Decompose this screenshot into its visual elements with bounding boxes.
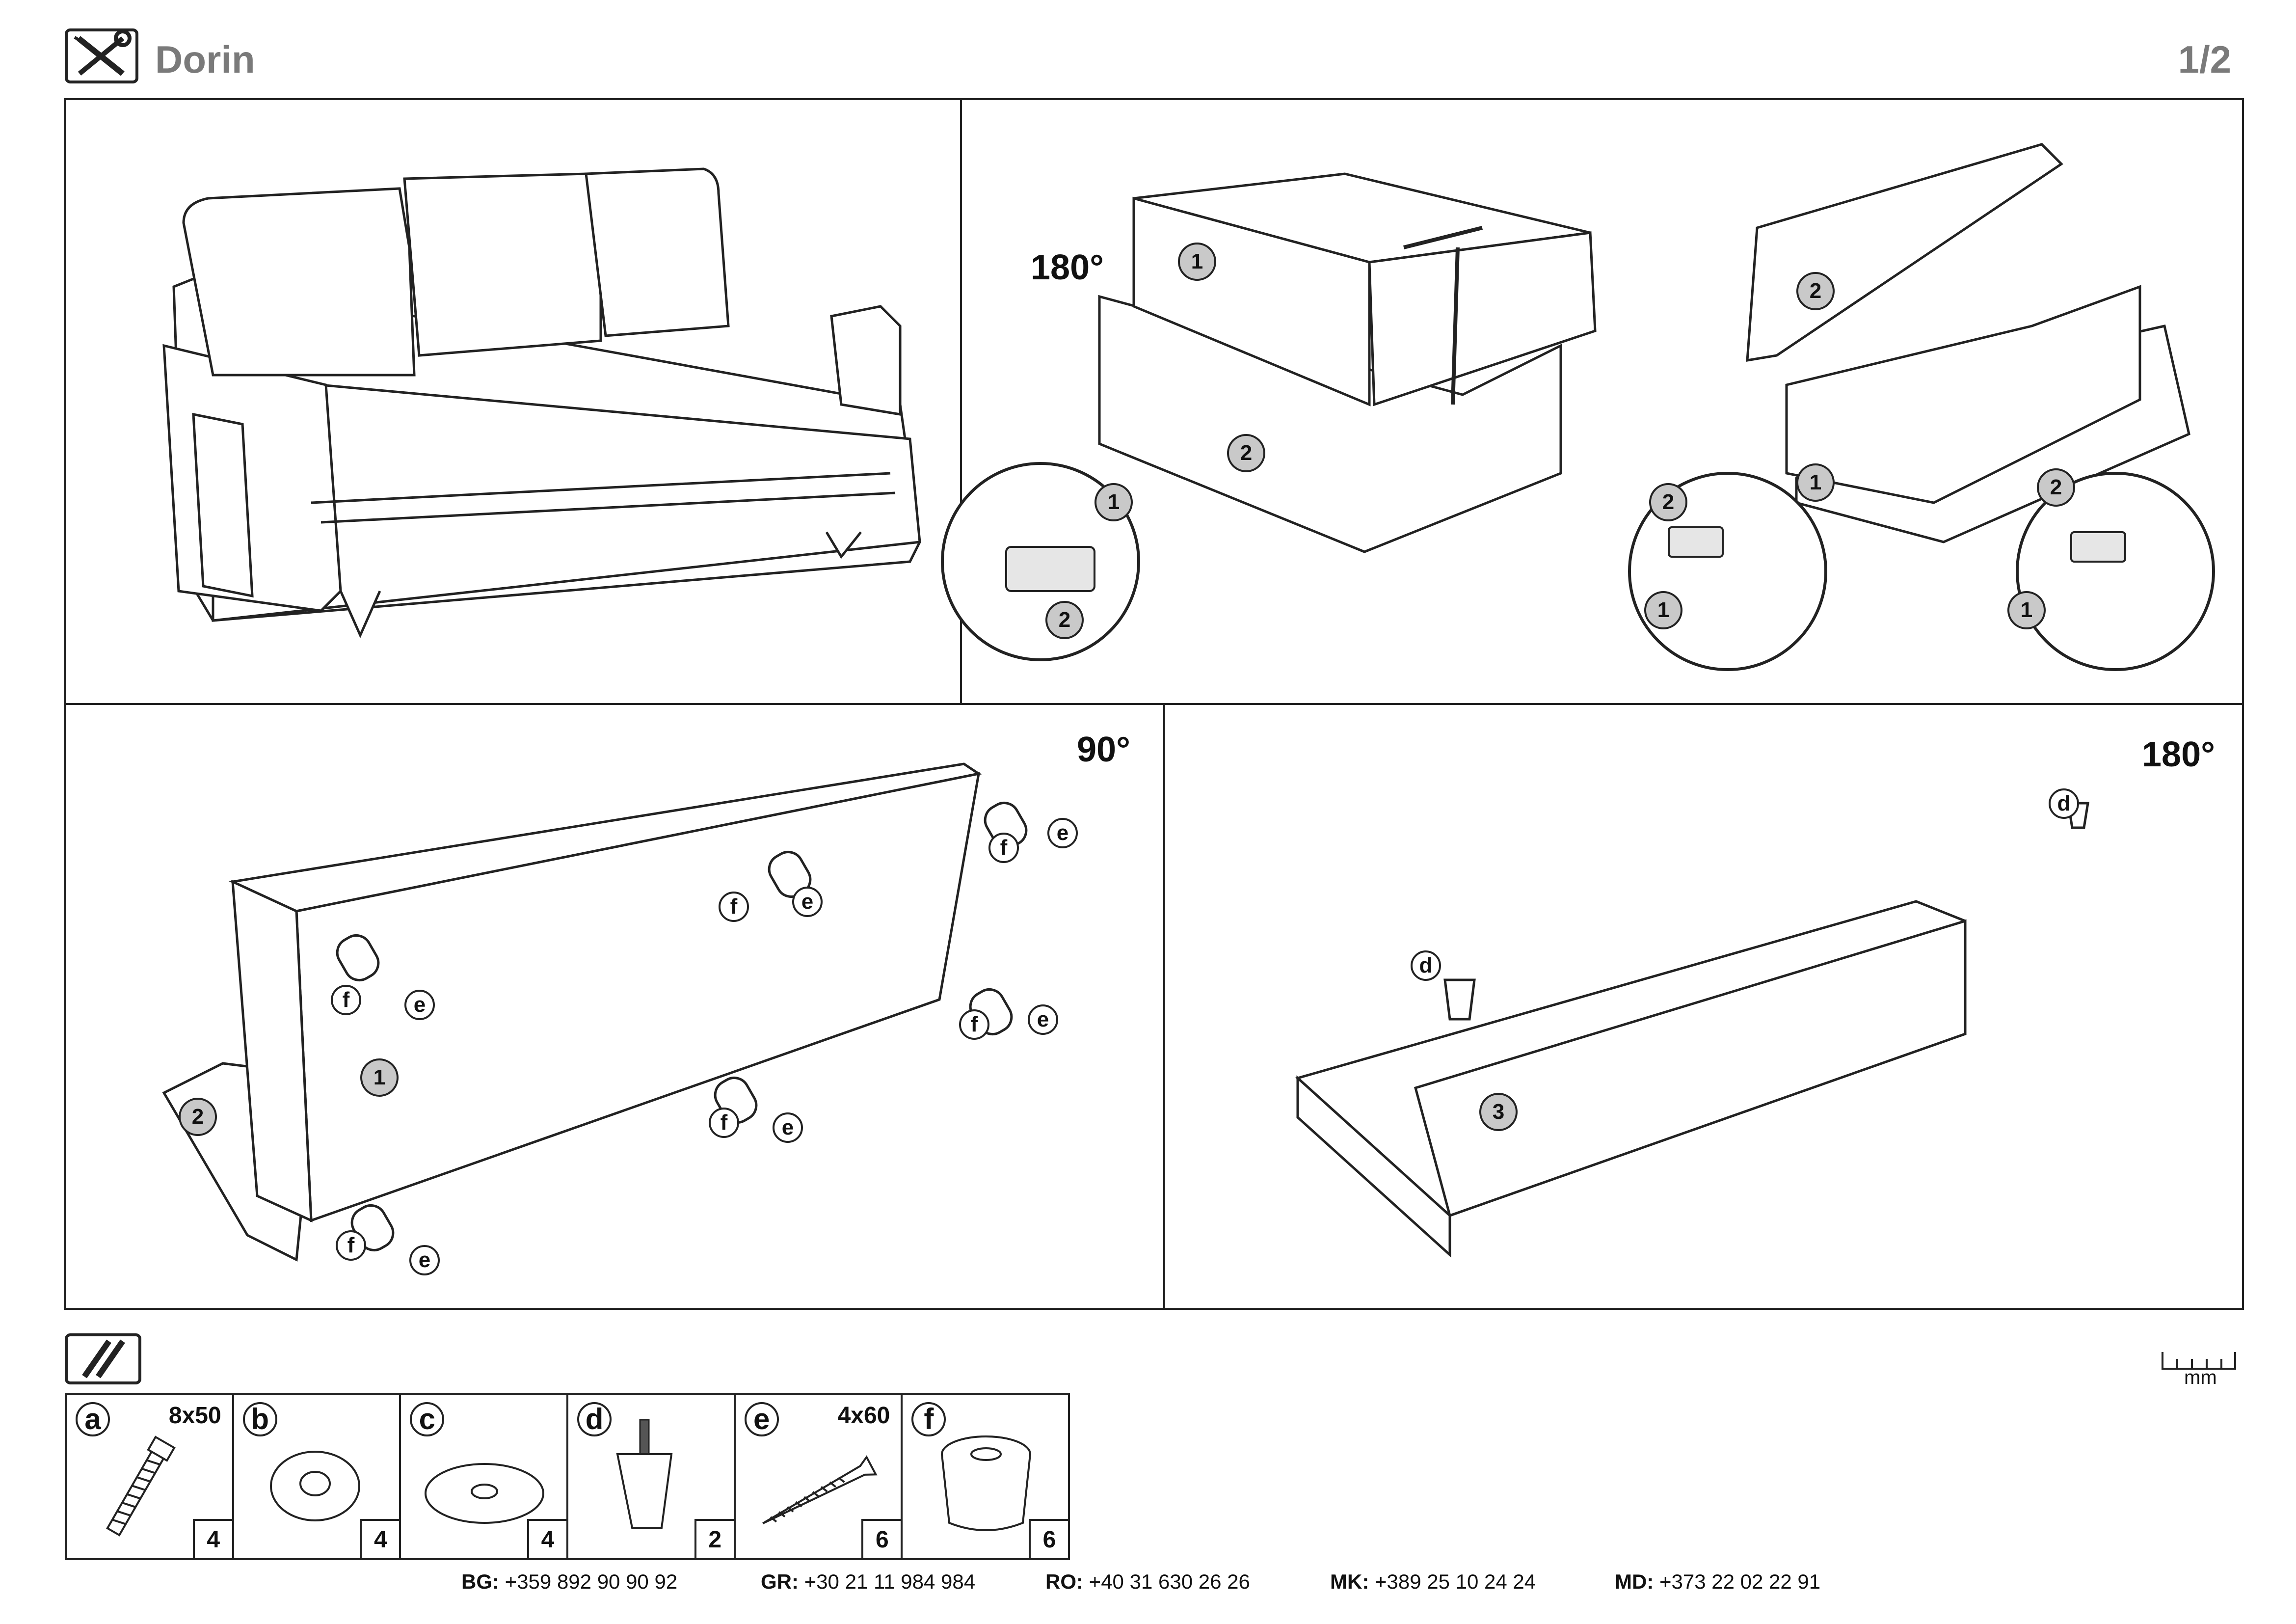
part-quantity: 6 <box>861 1519 901 1558</box>
contact-country: MK: <box>1330 1570 1369 1593</box>
part-label-2: 2 <box>179 1098 217 1136</box>
part-label-1: 1 <box>360 1058 399 1097</box>
ruler-unit: mm <box>2184 1367 2217 1388</box>
part-size: 4x60 <box>837 1403 890 1429</box>
large-washer-icon <box>425 1463 545 1524</box>
part-size: 8x50 <box>168 1403 221 1429</box>
rotate-180-label: 180° <box>2142 735 2215 774</box>
contact-country: MD: <box>1615 1570 1654 1593</box>
contact-country: RO: <box>1045 1570 1083 1593</box>
step-3-panel: 90° 1 2 f e f e f e f e f e f e <box>64 703 1165 1310</box>
part-label-2: 2 <box>1227 434 1265 472</box>
part-quantity: 4 <box>192 1519 232 1558</box>
label-f: f <box>331 985 361 1015</box>
part-letter: b <box>242 1402 277 1436</box>
contact-md: MD: +373 22 02 22 91 <box>1615 1570 1820 1594</box>
rotate-180-label: 180° <box>1031 248 1104 287</box>
ruler-icon: mm <box>2160 1347 2238 1388</box>
contact-mk: MK: +389 25 10 24 24 <box>1330 1570 1536 1594</box>
label-e: e <box>1047 818 1078 848</box>
part-quantity: 4 <box>527 1519 567 1558</box>
label-e: e <box>409 1245 440 1275</box>
contact-country: GR: <box>761 1570 799 1593</box>
hinge-detail-callout-right <box>2016 472 2215 671</box>
contact-phone: +389 25 10 24 24 <box>1374 1570 1536 1593</box>
contact-phone: +373 22 02 22 91 <box>1659 1570 1821 1593</box>
contact-bg: BG: +359 892 90 90 92 <box>461 1570 677 1594</box>
washer-icon <box>269 1451 360 1521</box>
box-opening-illustration <box>941 143 2215 671</box>
part-label-1: 1 <box>1796 463 1835 502</box>
label-e: e <box>1028 1004 1058 1035</box>
part-label-1: 1 <box>1095 483 1133 521</box>
part-label-1: 1 <box>2007 591 2046 629</box>
part-letter: a <box>76 1402 110 1436</box>
leg-icon <box>616 1419 673 1529</box>
part-letter: f <box>911 1402 946 1436</box>
label-e: e <box>404 990 435 1020</box>
page-number: 1/2 <box>2178 38 2231 81</box>
step-2-panel: 180° 1 2 1 2 2 1 2 1 2 1 <box>941 98 2244 705</box>
label-f: f <box>988 833 1019 863</box>
part-cell-b: b 4 <box>234 1395 401 1558</box>
step-1-panel <box>64 98 962 705</box>
part-quantity: 6 <box>1029 1519 1068 1558</box>
part-label-1: 1 <box>1644 591 1682 629</box>
part-label-2: 2 <box>2037 468 2075 507</box>
contact-phone: +359 892 90 90 92 <box>505 1570 678 1593</box>
label-f: f <box>709 1108 739 1138</box>
part-cell-d: d 2 <box>568 1395 736 1558</box>
contact-ro: RO: +40 31 630 26 26 <box>1045 1570 1250 1594</box>
part-label-3: 3 <box>1479 1093 1518 1131</box>
part-cell-e: e 4x60 6 <box>736 1395 903 1558</box>
label-f: f <box>719 892 749 922</box>
contact-phone: +40 31 630 26 26 <box>1089 1570 1250 1593</box>
hardware-icon <box>65 1333 141 1384</box>
label-d: d <box>1411 950 1441 981</box>
screw-icon <box>762 1455 878 1524</box>
tools-icon <box>65 28 138 83</box>
foot-icon <box>941 1435 1032 1531</box>
part-cell-f: f 6 <box>903 1395 1068 1558</box>
feet-attachment-illustration <box>162 762 1028 1262</box>
label-f: f <box>336 1230 366 1261</box>
part-label-2: 2 <box>1649 483 1687 521</box>
label-d: d <box>2049 788 2079 819</box>
label-f: f <box>959 1009 989 1040</box>
legs-attachment-illustration <box>1295 802 2089 1258</box>
parts-table: a 8x50 4 b 4 c 4 d 2 <box>65 1393 1070 1560</box>
label-e: e <box>773 1112 803 1143</box>
part-label-1: 1 <box>1178 243 1216 281</box>
bolt-icon <box>106 1435 176 1537</box>
part-letter: e <box>744 1402 779 1436</box>
step-4-panel: 180° 3 d d <box>1163 703 2244 1310</box>
sofa-illustration <box>162 167 921 639</box>
contact-gr: GR: +30 21 11 984 984 <box>761 1570 975 1594</box>
part-quantity: 2 <box>694 1519 734 1558</box>
rotate-90-label: 90° <box>1077 730 1130 769</box>
part-cell-c: c 4 <box>401 1395 569 1558</box>
product-title: Dorin <box>155 38 255 81</box>
part-label-2: 2 <box>1045 601 1084 639</box>
label-e: e <box>792 887 823 917</box>
contact-country: BG: <box>461 1570 499 1593</box>
contact-phone: +30 21 11 984 984 <box>804 1570 976 1593</box>
part-label-2: 2 <box>1796 272 1835 310</box>
part-quantity: 4 <box>360 1519 400 1558</box>
part-letter: d <box>577 1402 612 1436</box>
part-letter: c <box>410 1402 445 1436</box>
part-cell-a: a 8x50 4 <box>67 1395 234 1558</box>
